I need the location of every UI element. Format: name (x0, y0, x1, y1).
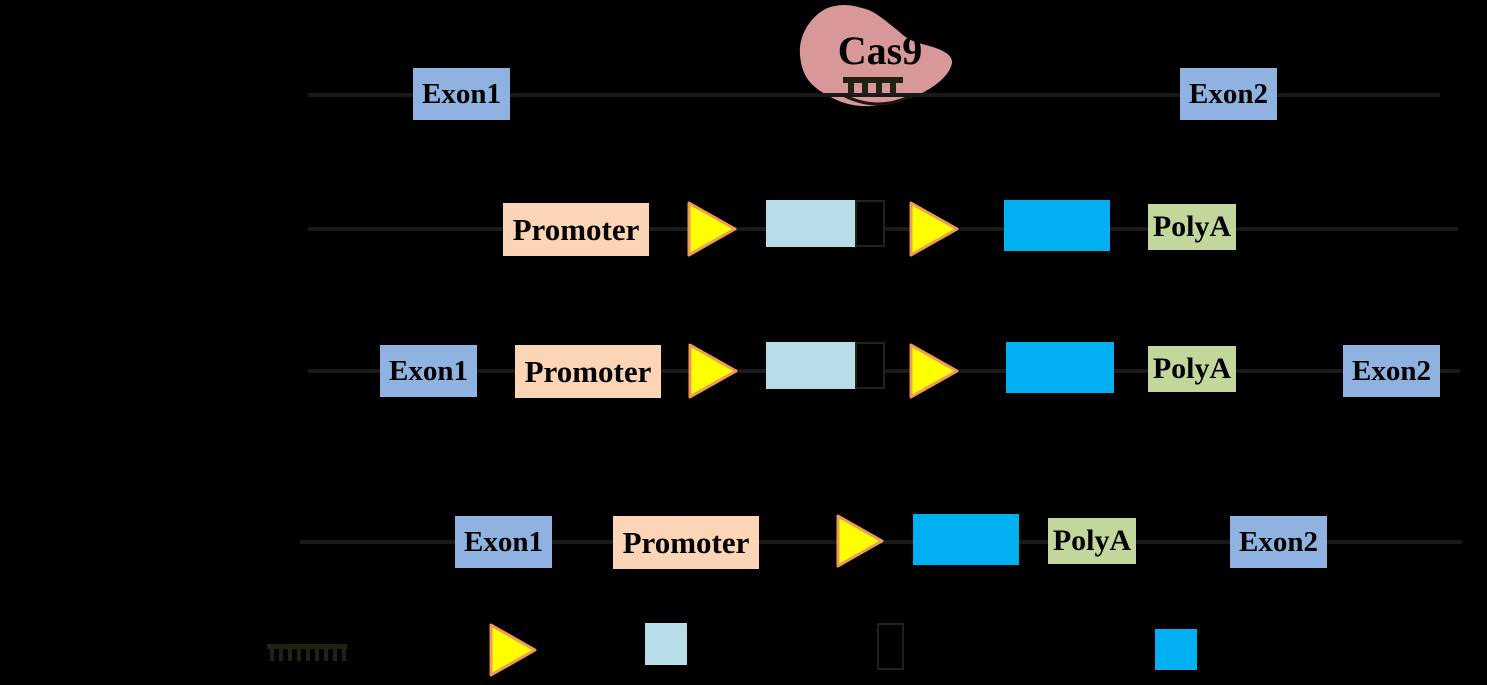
polya-box: PolyA (1148, 204, 1236, 250)
yellow-triangle-icon (687, 201, 737, 257)
sgrna-comb-icon (842, 77, 914, 106)
blue-box (1004, 200, 1110, 251)
yellow-triangle-icon (909, 343, 959, 399)
exon2-box: Exon2 (1230, 516, 1327, 568)
stop-cassette-box-icon (877, 623, 904, 670)
displaced-dna-strand (842, 93, 914, 106)
stop-cassette-box (855, 342, 885, 389)
stop-cassette-box (855, 200, 885, 247)
dna-line (308, 93, 1440, 97)
cas9-label: Cas9 (837, 28, 923, 73)
blue-box (913, 514, 1019, 565)
blue-box-icon (1155, 629, 1197, 670)
polya-box: PolyA (1048, 518, 1136, 564)
yellow-triangle-icon (909, 201, 959, 257)
yellow-triangle-icon (688, 343, 738, 399)
yellow-triangle-icon (489, 623, 537, 677)
light-blue-box (766, 200, 855, 247)
exon1-box: Exon1 (380, 345, 477, 397)
yellow-triangle-icon (836, 514, 884, 568)
exon1-box: Exon1 (455, 516, 552, 568)
polya-box: PolyA (1148, 346, 1236, 392)
exon1-box: Exon1 (413, 68, 510, 120)
exon2-box: Exon2 (1343, 345, 1440, 397)
cas9-protein-blob (799, 4, 953, 107)
light-blue-box (766, 342, 855, 389)
promoter-box: Promoter (613, 516, 759, 569)
exon2-box: Exon2 (1180, 68, 1277, 120)
promoter-box: Promoter (515, 345, 661, 398)
blue-box (1006, 342, 1114, 393)
light-blue-box-icon (645, 623, 687, 665)
promoter-box: Promoter (503, 203, 649, 256)
sgrna-comb-icon (267, 644, 347, 661)
